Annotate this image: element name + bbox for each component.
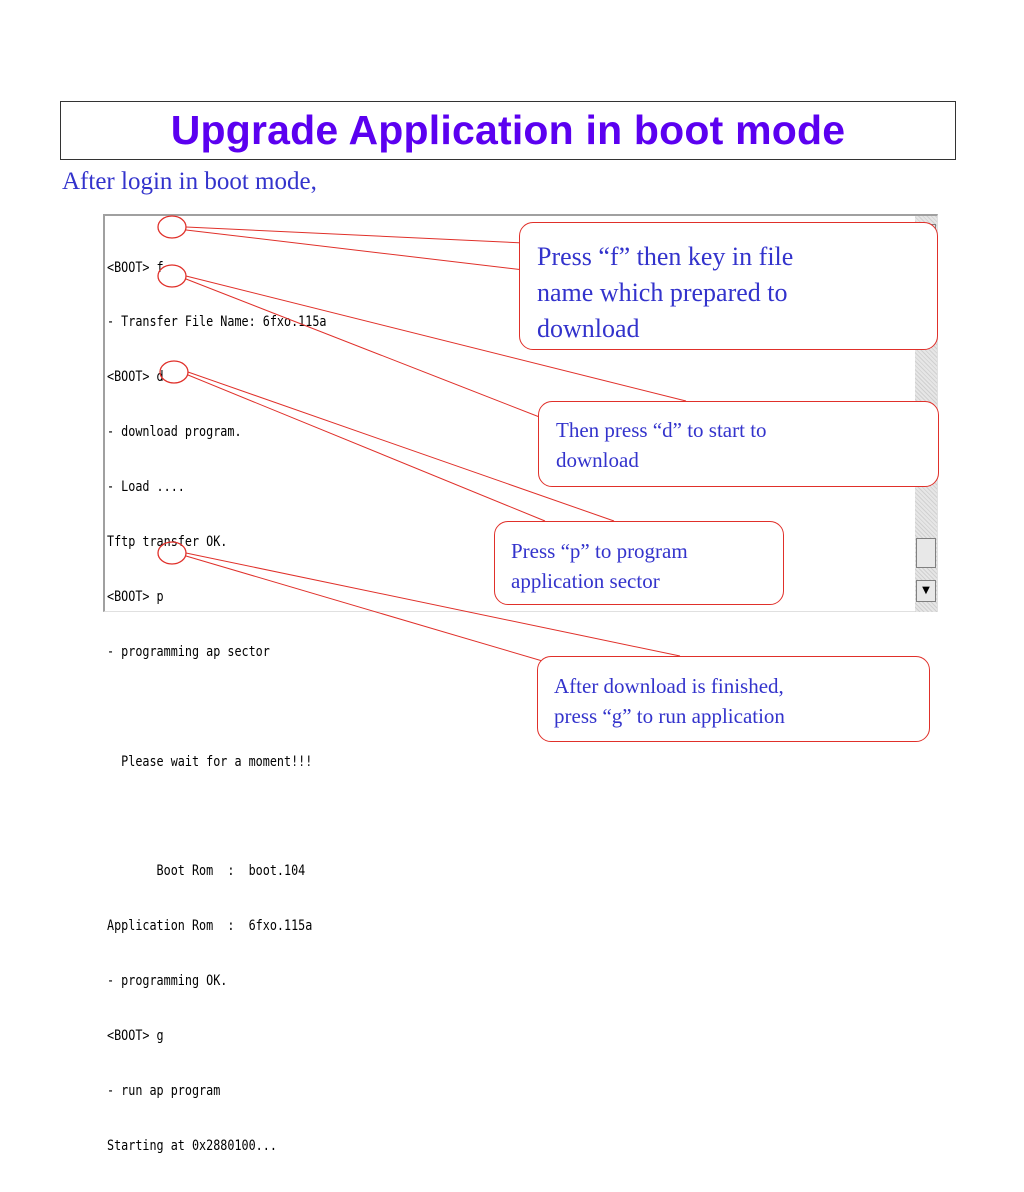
scroll-thumb[interactable]	[916, 538, 936, 568]
leader-line-g	[185, 555, 557, 666]
callout-line: Press “p” to program	[511, 539, 688, 563]
terminal-line: <BOOT> g	[107, 1028, 164, 1045]
terminal-line: <BOOT> d	[107, 369, 164, 386]
terminal-line: Application Rom : 6fxo.115a	[107, 918, 313, 935]
terminal-line: - programming OK.	[107, 973, 228, 990]
terminal-line: Boot Rom : boot.104	[107, 863, 306, 880]
callout-line: Press “f” then key in file	[537, 242, 794, 271]
leader-line-f	[185, 229, 525, 271]
terminal-line	[107, 808, 326, 826]
callout-line: download	[537, 314, 640, 343]
callout-press-p: Press “p” to program application sector	[494, 521, 784, 605]
terminal-line: - run ap program	[107, 1082, 221, 1099]
callout-line: Then press “d” to start to	[556, 418, 767, 442]
callout-line: After download is finished,	[554, 674, 784, 698]
callout-line: name which prepared to	[537, 278, 788, 307]
terminal-line: - Transfer File Name: 6fxo.115a	[107, 314, 327, 331]
terminal-line: Tftp transfer OK.	[107, 534, 228, 551]
terminal-line: <BOOT> f	[107, 259, 164, 276]
terminal-line: Starting at 0x2880100...	[107, 1137, 277, 1154]
leader-line-p	[187, 374, 546, 522]
highlight-d-key	[157, 264, 187, 288]
callout-press-d: Then press “d” to start to download	[538, 401, 939, 487]
terminal-line: - programming ap sector	[107, 643, 270, 660]
leader-line-d	[185, 275, 687, 402]
terminal-line: Please wait for a moment!!!	[107, 753, 313, 770]
slide-title: Upgrade Application in boot mode	[170, 107, 846, 153]
title-box: Upgrade Application in boot mode	[60, 101, 956, 160]
scroll-down-button[interactable]: ▼	[916, 580, 936, 602]
leader-line-f	[185, 226, 525, 244]
arrow-down-icon: ▼	[922, 585, 930, 596]
subtitle: After login in boot mode,	[62, 168, 317, 195]
leader-line-d	[185, 278, 543, 419]
highlight-p-key	[159, 360, 189, 384]
highlight-f-key	[157, 215, 187, 239]
leader-line-g	[185, 552, 681, 657]
annotation-lines	[157, 215, 687, 666]
callout-line: download	[556, 448, 639, 472]
highlight-g-key	[157, 541, 187, 565]
terminal-line: - download program.	[107, 424, 242, 441]
callout-press-f: Press “f” then key in file name which pr…	[519, 222, 938, 350]
callout-line: application sector	[511, 569, 660, 593]
callout-press-g: After download is finished, press “g” to…	[537, 656, 930, 742]
callout-line: press “g” to run application	[554, 704, 785, 728]
terminal-line: - Load ....	[107, 479, 185, 496]
terminal-line: <BOOT> p	[107, 588, 164, 605]
leader-line-p	[187, 371, 615, 522]
